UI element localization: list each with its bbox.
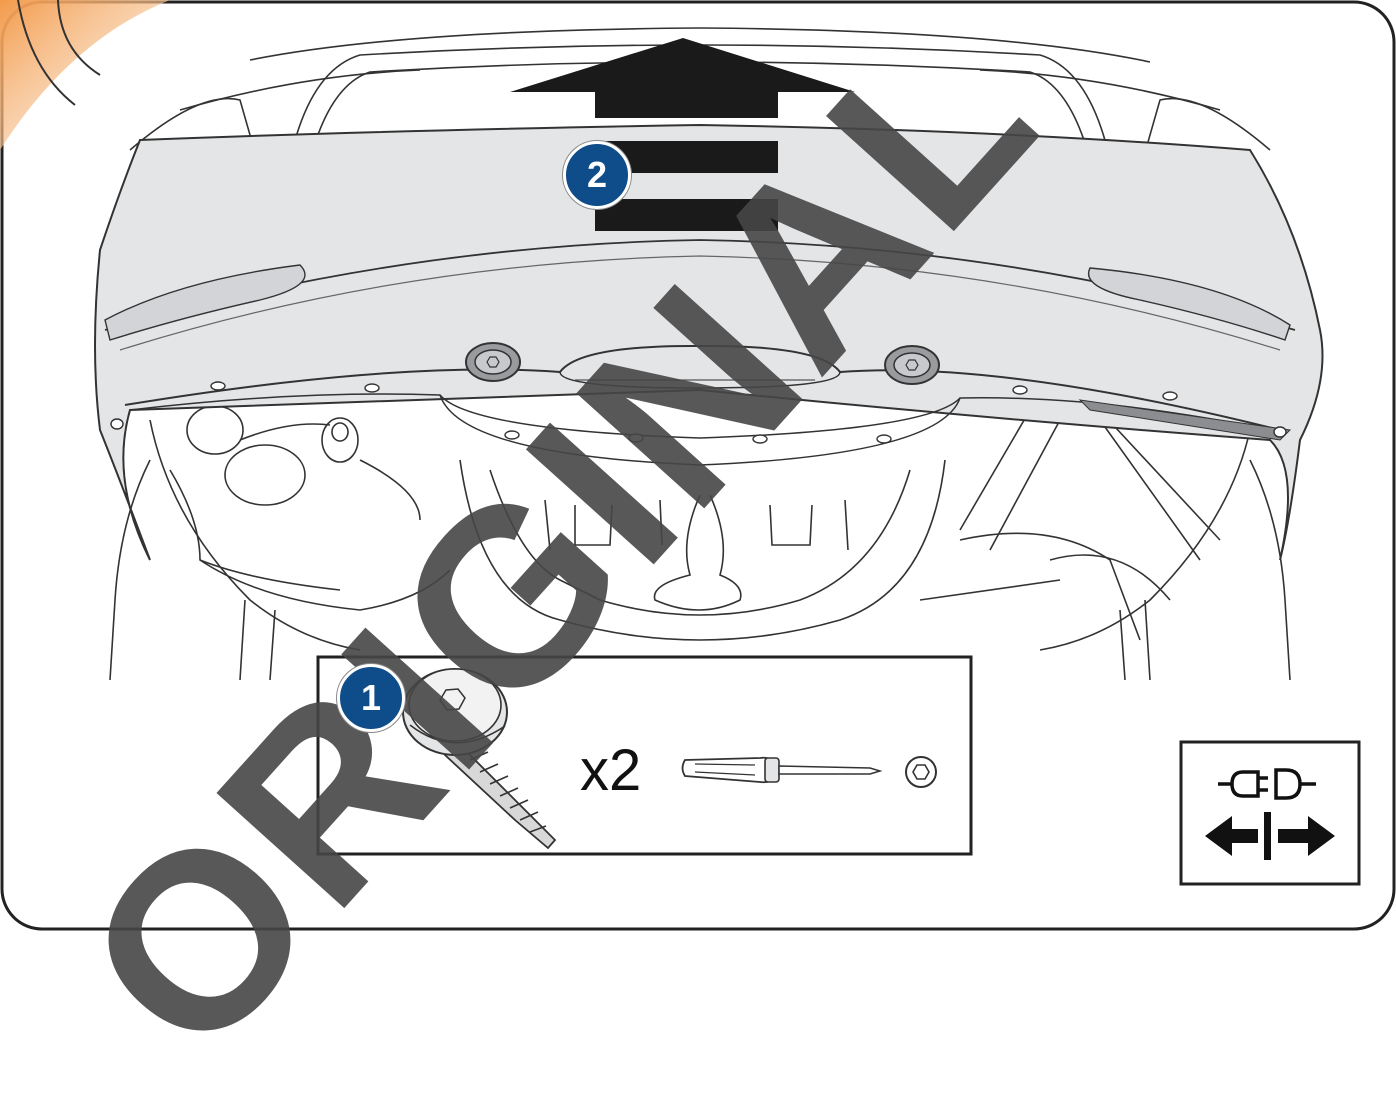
quantity-label: x2 [580, 738, 642, 803]
bumper-screw-right [884, 345, 940, 385]
vehicle-underside-drawing [109, 27, 1291, 681]
rear-bumper-cover [94, 123, 1324, 561]
mounting-holes [110, 381, 1287, 444]
bumper-screw-left [465, 342, 521, 382]
corner-accent [0, 0, 170, 150]
lift-up-arrow-icon [510, 38, 855, 231]
torx-bit-icon [905, 756, 937, 788]
disconnect-connector-icon [1205, 768, 1335, 860]
step-2-badge: 2 [563, 141, 631, 209]
page-frame [0, 0, 1396, 931]
torx-screw-icon [402, 668, 557, 850]
torx-screwdriver-icon [681, 756, 883, 784]
step-1-badge: 1 [337, 664, 405, 732]
